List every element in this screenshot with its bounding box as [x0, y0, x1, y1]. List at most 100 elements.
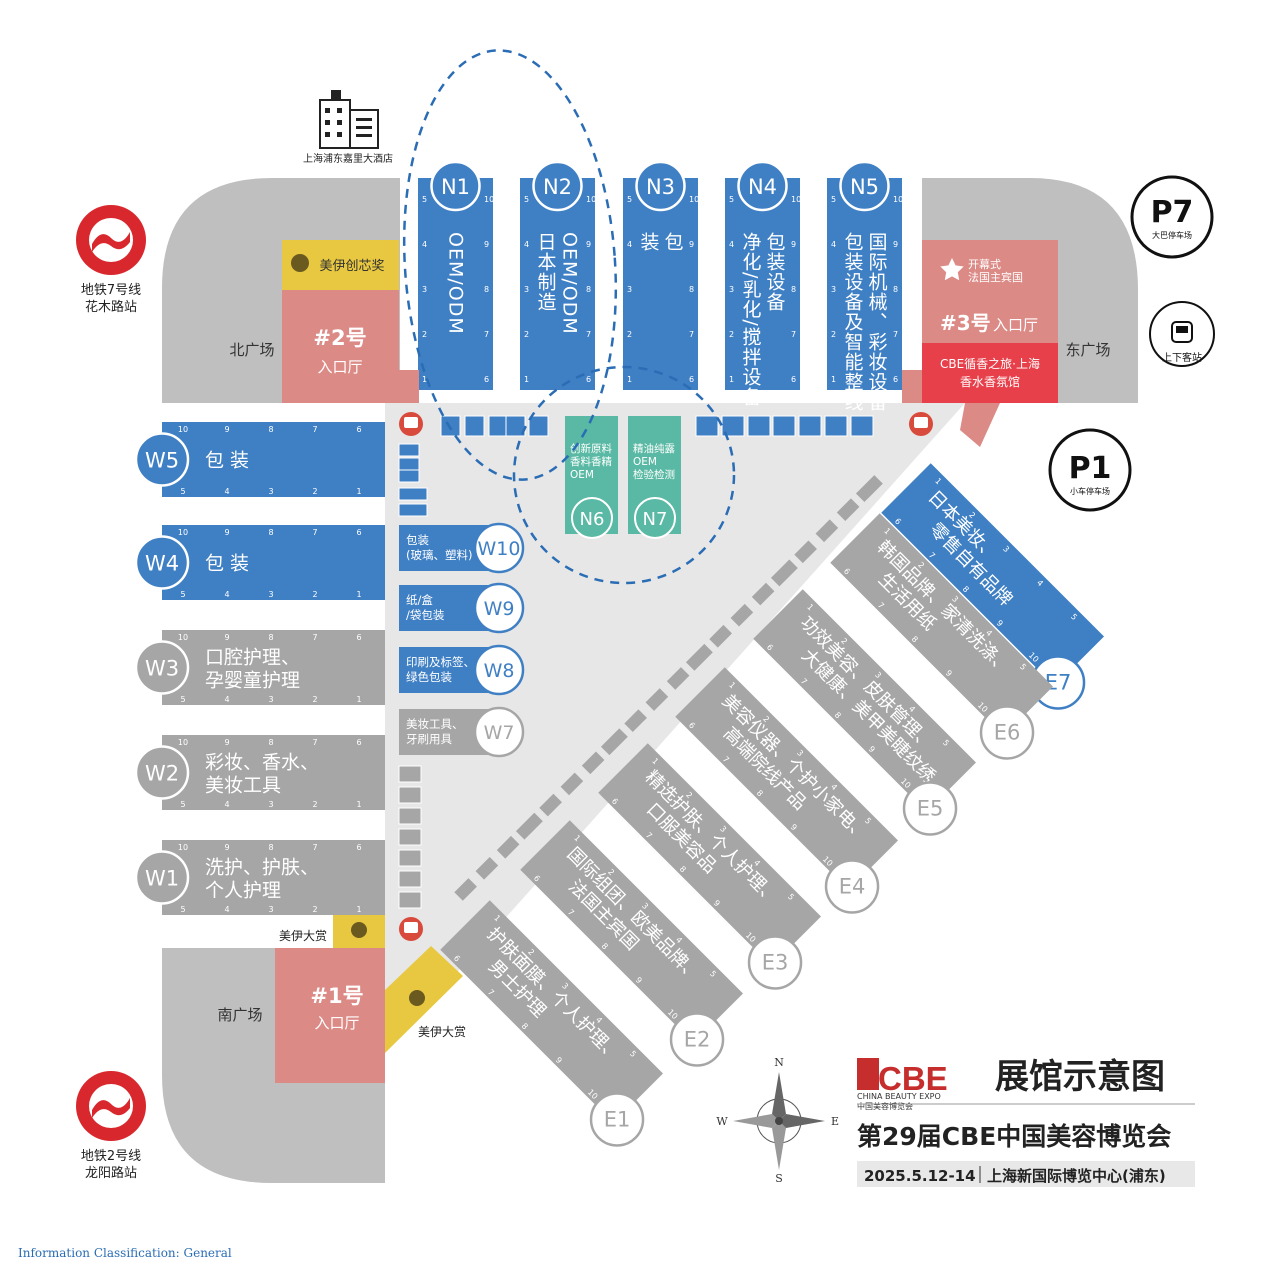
booth-kiosk[interactable]	[488, 415, 509, 437]
booth-number: 3	[268, 695, 273, 704]
booth-kiosk[interactable]	[496, 835, 520, 859]
booth-number: 4	[984, 628, 994, 638]
booth-kiosk[interactable]	[855, 475, 883, 502]
booth-number: 8	[268, 633, 273, 642]
booth-kiosk[interactable]	[398, 457, 420, 471]
booth-kiosk[interactable]	[794, 540, 817, 564]
booth-number: 8	[484, 285, 489, 294]
booth-kiosk[interactable]	[398, 828, 422, 846]
booth-number: 2	[422, 330, 427, 339]
booth-kiosk[interactable]	[475, 857, 499, 880]
award-west[interactable]: 美伊大赏	[279, 913, 385, 948]
booth-number: 9	[224, 528, 229, 537]
hall-badge	[571, 497, 613, 539]
booth-kiosk[interactable]	[645, 688, 669, 711]
hall-id: W4	[145, 552, 179, 576]
booth-kiosk[interactable]	[815, 519, 839, 543]
booth-kiosk[interactable]	[747, 415, 771, 437]
booth-kiosk[interactable]	[836, 498, 860, 521]
booth-kiosk[interactable]	[772, 415, 796, 437]
booth-kiosk[interactable]	[751, 582, 775, 606]
booth-kiosk[interactable]	[398, 443, 420, 457]
booth-kiosk[interactable]	[850, 415, 874, 437]
hall-description: 净化/乳化/搅拌设备	[740, 232, 762, 407]
booth-number: 4	[674, 935, 684, 945]
booth-kiosk[interactable]	[398, 870, 422, 888]
booth-kiosk[interactable]	[440, 415, 461, 437]
booth-kiosk[interactable]	[528, 415, 549, 437]
booth-number: 8	[689, 285, 694, 294]
booth-kiosk[interactable]	[398, 469, 420, 483]
compass-w: W	[716, 1115, 728, 1128]
parking-p1[interactable]: P1 小车停车场	[1048, 428, 1132, 512]
entrance-1[interactable]: #1号 入口厅	[275, 948, 385, 1083]
booth-number: 8	[268, 738, 273, 747]
booth-kiosk[interactable]	[824, 415, 848, 437]
bus-stop[interactable]: 上下客站	[1149, 301, 1215, 367]
entrance-3[interactable]: 开幕式 法国主宾国 #3号 入口厅	[902, 240, 1058, 403]
parking-p7[interactable]: P7 大巴停车场	[1130, 175, 1214, 259]
cbe-logo: CBE CHINA BEAUTY EXPO 中国美容博览会	[857, 1058, 948, 1111]
booth-kiosk[interactable]	[398, 503, 428, 517]
booth-kiosk[interactable]	[709, 624, 732, 648]
booth-kiosk[interactable]	[560, 772, 584, 796]
booth-kiosk[interactable]	[695, 415, 719, 437]
booth-kiosk[interactable]	[398, 807, 422, 825]
booth-kiosk[interactable]	[454, 878, 477, 901]
booth-kiosk[interactable]	[600, 728, 628, 756]
hall-description: 美妆工具、	[406, 717, 464, 731]
hall-id: N7	[643, 509, 668, 530]
booth-kiosk[interactable]	[515, 812, 543, 840]
booth-kiosk[interactable]	[666, 667, 690, 690]
perfume-hall[interactable]: CBE循香之旅·上海 香水香氛馆	[922, 343, 1058, 403]
booth-number: 1	[356, 590, 361, 599]
booth-kiosk[interactable]	[721, 415, 745, 437]
hall-description: 日本制造	[535, 232, 557, 312]
booth-number: 2	[606, 867, 616, 877]
booth-kiosk[interactable]	[770, 559, 798, 587]
hall-w9[interactable]: W9纸/盒/袋包装	[399, 582, 525, 634]
booth-kiosk[interactable]	[398, 487, 428, 501]
booth-kiosk[interactable]	[798, 415, 822, 437]
entrance-2-sub: 入口厅	[317, 358, 362, 376]
booth-kiosk[interactable]	[685, 643, 713, 671]
hall-description: 包装	[406, 533, 429, 547]
booth-kiosk[interactable]	[624, 709, 647, 732]
booth-kiosk[interactable]	[398, 786, 422, 804]
hall-badge	[430, 160, 481, 212]
award-innovation[interactable]: 美伊创芯奖	[282, 240, 399, 290]
award-south[interactable]: 美伊大赏	[385, 946, 466, 1053]
booth-kiosk[interactable]	[398, 849, 422, 867]
hall-e4-block	[675, 667, 898, 890]
booth-kiosk[interactable]	[398, 891, 422, 909]
booth-kiosk[interactable]	[398, 765, 422, 783]
booth-number: 2	[831, 330, 836, 339]
entrance-2[interactable]: #2号 入口厅	[282, 290, 419, 403]
booth-kiosk[interactable]	[581, 751, 605, 775]
booth-kiosk[interactable]	[539, 793, 562, 817]
booth-number: 7	[312, 425, 317, 434]
booth-number: 5	[180, 695, 185, 704]
booth-kiosk[interactable]	[730, 603, 754, 627]
booth-kiosk[interactable]	[464, 415, 485, 437]
booth-number: 4	[224, 800, 229, 809]
hall-badge	[747, 935, 803, 990]
booth-number: 3	[524, 285, 529, 294]
hall-description: 孕婴童护理	[205, 670, 300, 692]
